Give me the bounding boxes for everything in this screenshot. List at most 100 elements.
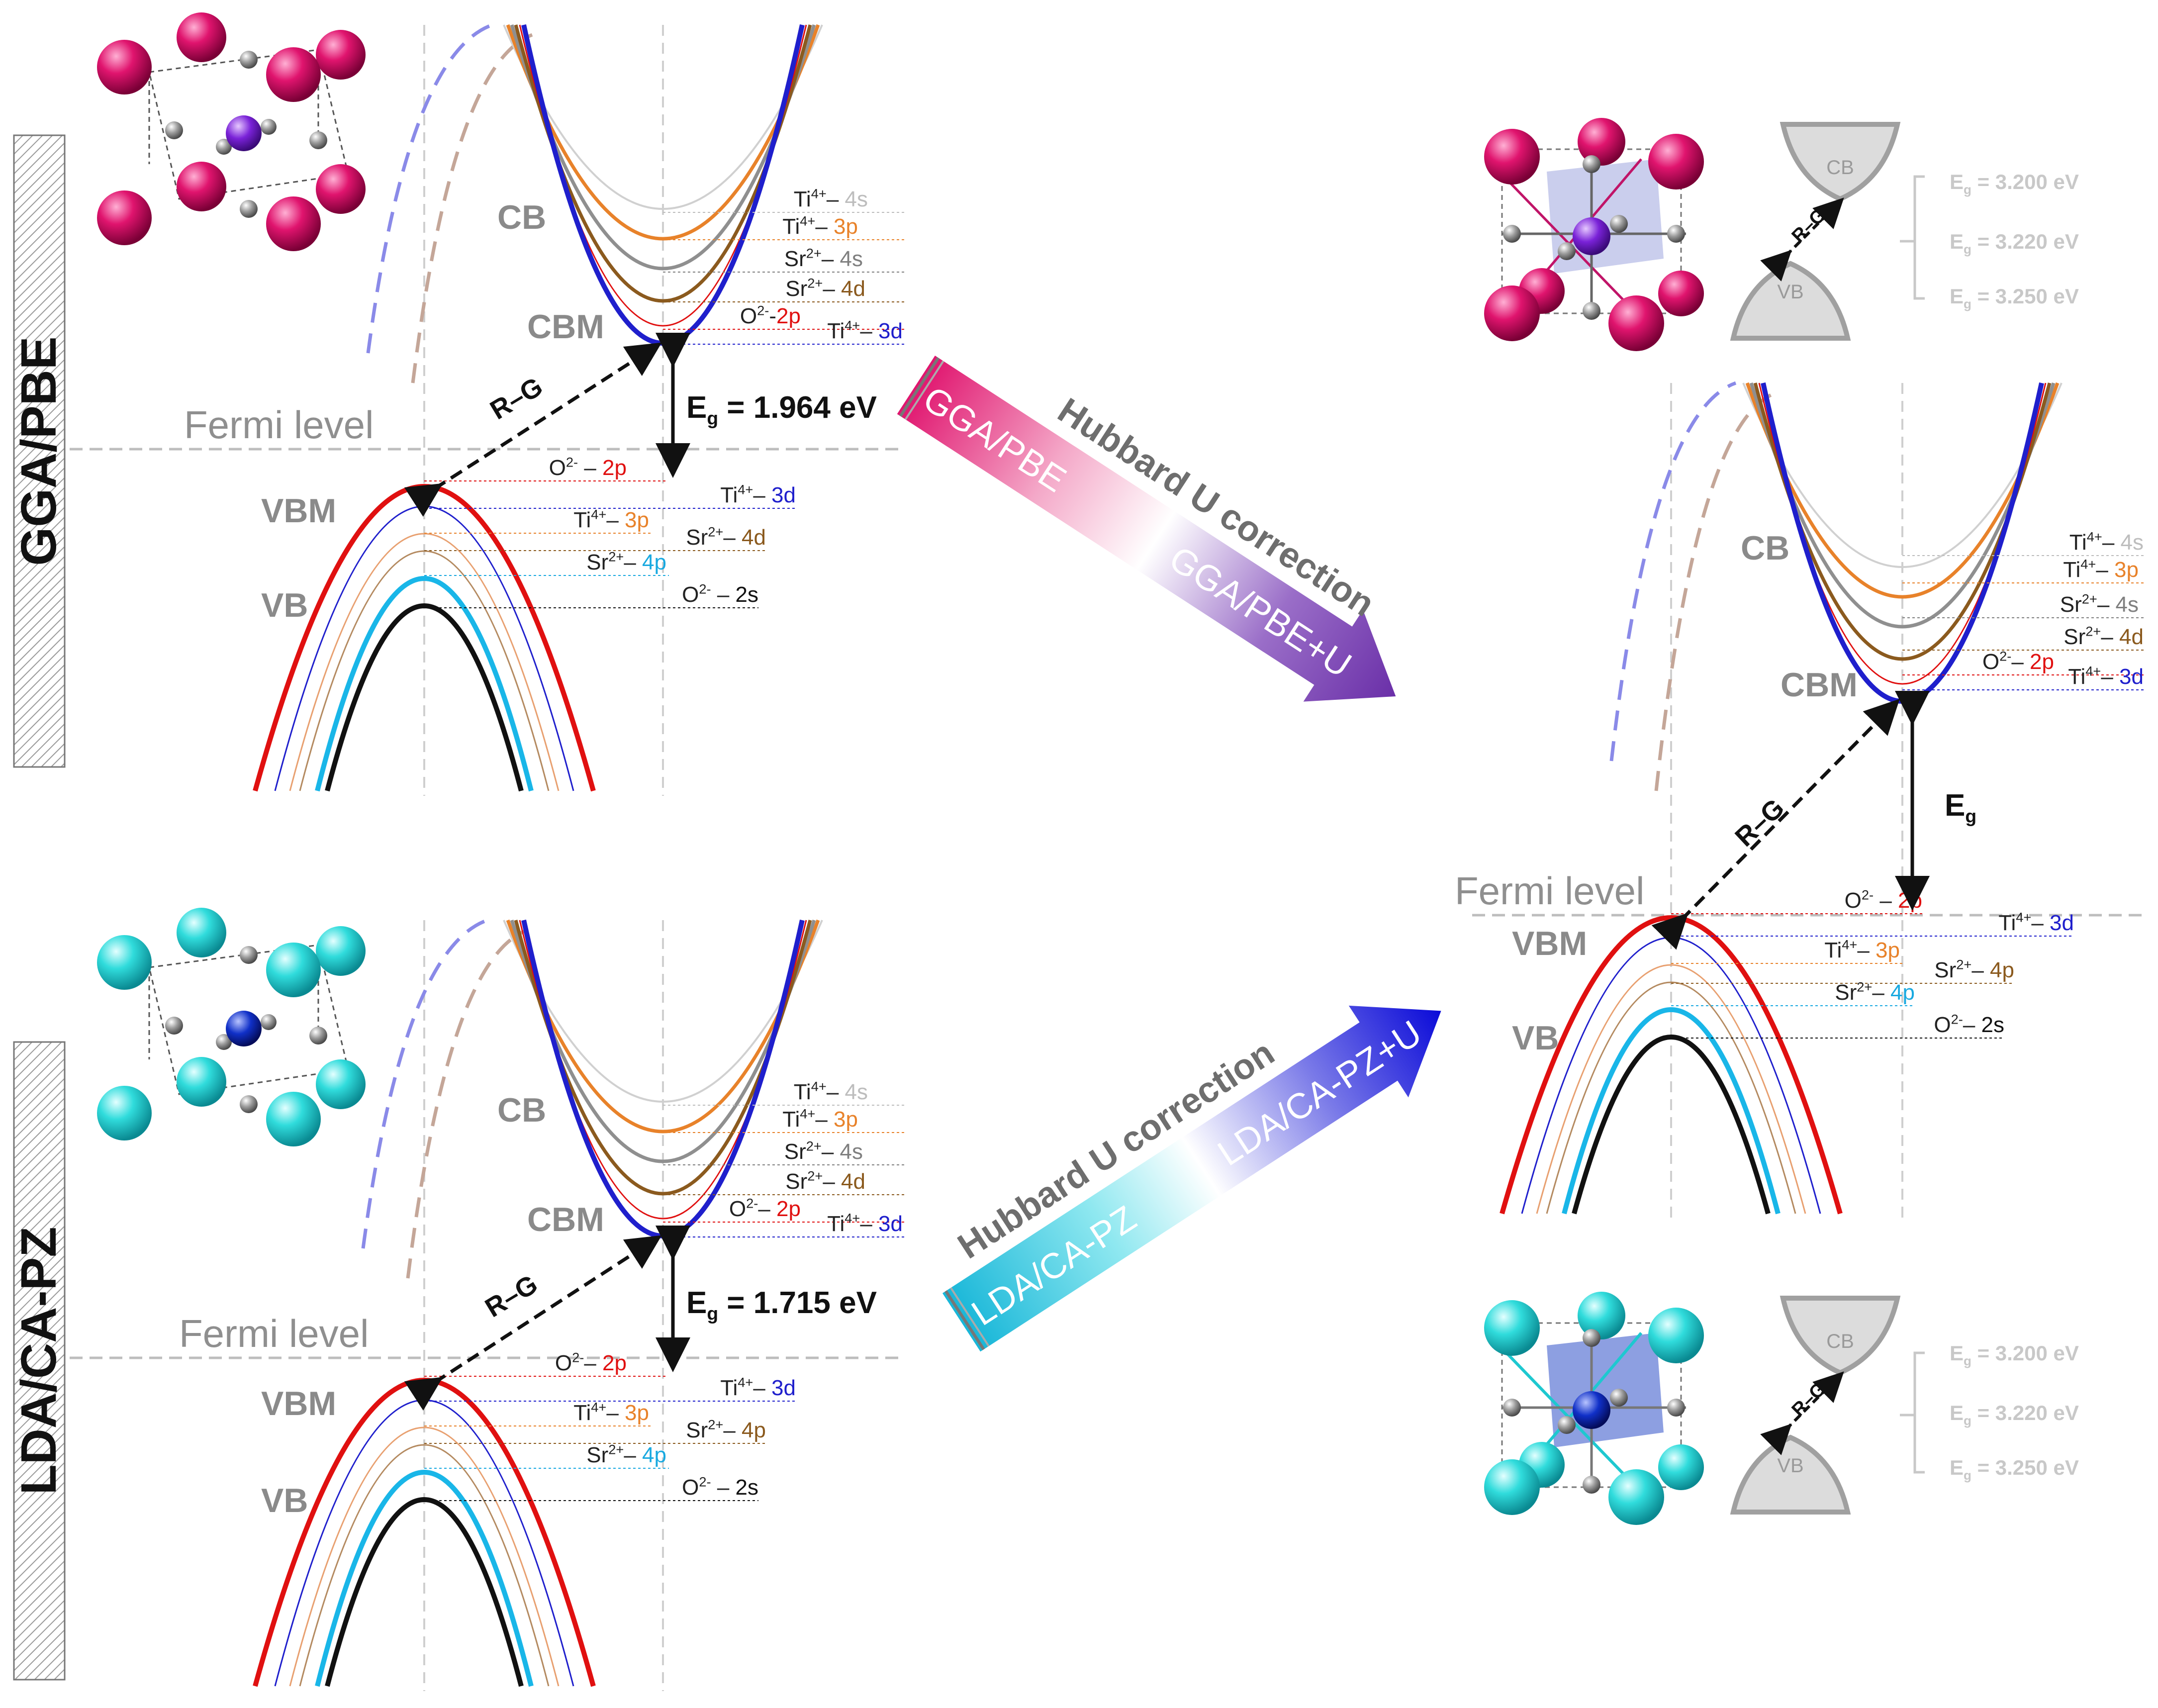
conduction-band-curve [510,24,816,271]
inset-bottom-brace [1900,1351,1925,1474]
ghost-band-curve [1609,381,1737,761]
cb-orbital-label: Ti4+– 3d [2068,663,2144,689]
lda-sidebar: LDA/CA-PZ [11,1041,67,1681]
vb-orbital-label: O2- – 2p [549,454,627,480]
ghost-band-curve [366,23,493,354]
vb-orbital-label: Ti4+– 3p [1824,937,1900,962]
valence-band-curve [1536,964,1806,1214]
band-gap-label: Eg = 1.964 eV [686,390,877,429]
r-g-transition-arrow [1651,699,1900,950]
vb-label: VB [261,1482,308,1519]
gga-to-hubbard-arrow: GGA/PBE GGA/PBE+U Hubbard U correction [897,356,1396,702]
gga-sidebar: GGA/PBE [11,134,67,768]
valence-band-curve [289,533,560,791]
vb-orbital-label: O2-– 2s [1934,1011,2004,1037]
vb-label: VB [1512,1019,1559,1057]
vbm-label: VBM [1512,925,1587,962]
cb-orbital-label: Sr2+– 4s [784,1138,863,1164]
inset-top-cb-label: CB [1826,157,1854,179]
valence-band-curve [289,1426,560,1687]
inset-band-gap-value: Eg = 3.220 eV [1950,1401,2079,1428]
ghost-band-curve [406,928,528,1279]
r-g-transition-arrow [404,342,662,517]
cbm-label: CBM [527,308,604,346]
fermi-level-label: Fermi level [179,1312,369,1355]
valence-band-curve [315,1470,534,1687]
inset-bottom-rg-label: R–G [1788,1378,1830,1421]
cb-orbital-label: Sr2+– 4s [2060,591,2139,617]
cb-label: CB [497,1091,546,1129]
valence-band-curve [325,1497,524,1687]
vb-orbital-label: O2- – 2s [682,1474,758,1500]
ghost-band-curve [411,33,533,383]
conduction-band-curve [1745,382,2060,599]
r-g-label: R–G [485,372,548,426]
cbm-label: CBM [527,1201,604,1238]
cb-orbital-label: Ti4+– 3p [2063,556,2139,582]
conduction-band-curve [503,24,823,210]
vb-orbital-label: Sr2+– 4p [586,1441,666,1467]
cbm-label: CBM [1781,666,1858,704]
lda-arrow-to-label: LDA/CA-PZ+U [1211,1013,1429,1173]
cb-orbital-label: O2-– 2p [1982,648,2054,674]
valence-band-curve [299,550,550,791]
cb-orbital-label: Ti4+– 4s [794,1078,868,1104]
inset-bottom-vb-label: VB [1777,1455,1803,1477]
vb-orbital-label: Sr2+– 4p [686,1417,766,1442]
inset-band-gap-value: Eg = 3.250 eV [1950,285,2079,311]
cb-label: CB [497,198,546,236]
vb-orbital-label: Sr2+– 4p [1835,979,1915,1005]
vb-orbital-label: Ti4+– 3p [573,506,649,532]
cb-orbital-label: Sr2+– 4d [785,275,865,301]
inset-bottom-cb-label: CB [1826,1330,1854,1352]
valence-band-curve [1562,1007,1781,1215]
valence-band-curve [299,1444,550,1687]
lda-crystal-structure [97,908,366,1146]
vbm-label: VBM [261,1385,336,1423]
fermi-level-label: Fermi level [184,403,374,447]
cb-orbital-label: Ti4+– 3d [827,1210,903,1236]
cb-orbital-label: Sr2+– 4s [784,245,863,271]
r-g-label: R–G [1729,793,1790,853]
inset-top-vb-label: VB [1777,281,1803,303]
gga-crystal-structure [97,12,366,251]
inset-top-crystal [1484,118,1704,351]
fermi-level-label: Fermi level [1455,869,1644,913]
band-gap-label: Eg = 1.715 eV [686,1286,877,1324]
vb-orbital-label: Ti4+– 3d [720,1374,796,1400]
vb-orbital-label: O2- – 2s [682,581,758,607]
cb-orbital-label: Sr2+– 4d [785,1168,865,1194]
inset-top-rg-label: R–G [1788,204,1830,247]
cb-orbital-label: Ti4+– 3d [827,317,903,343]
cb-orbital-label: Ti4+– 4s [2069,529,2144,555]
inset-band-gap-value: Eg = 3.250 eV [1950,1456,2079,1483]
vb-orbital-label: Ti4+– 3p [573,1399,649,1425]
vb-orbital-label: Ti4+– 3d [1998,909,2074,935]
valence-band-curve [1572,1035,1771,1215]
r-g-label: R–G [480,1269,543,1323]
cb-orbital-label: O2--2p [740,302,801,328]
ghost-band-curve [1654,391,1777,791]
conduction-band-curve [510,919,816,1163]
inset-top-brace [1900,175,1925,300]
conduction-band-curve [1742,382,2063,568]
vb-orbital-label: Sr2+– 4p [586,549,666,574]
lda-method-label: LDA/CA-PZ [11,1227,67,1495]
valence-band-curve [1546,981,1796,1214]
vb-label: VB [261,586,308,624]
vb-orbital-label: Sr2+– 4p [1934,956,2014,982]
cb-orbital-label: Sr2+– 4d [2064,623,2144,649]
lda-to-hubbard-arrow: LDA/CA-PZ LDA/CA-PZ+U Hubbard U correcti… [942,1005,1441,1352]
vbm-label: VBM [261,492,336,530]
cb-orbital-label: Ti4+– 3p [782,1106,858,1132]
conduction-band-curve [503,920,823,1103]
cb-orbital-label: Ti4+– 3p [782,213,858,239]
conduction-band-curve [521,919,805,1238]
vb-orbital-label: Ti4+– 3d [720,481,796,507]
